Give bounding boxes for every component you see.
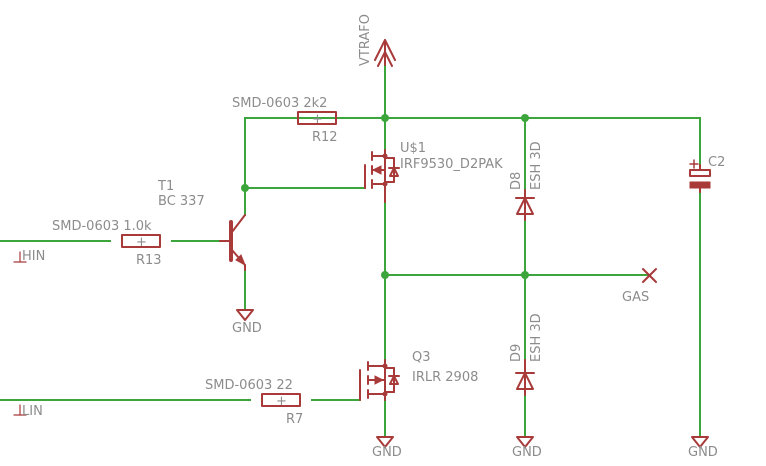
q3-value-label: IRLR 2908 bbox=[412, 370, 478, 385]
u1-name-label: U$1 bbox=[400, 141, 426, 156]
gnd-label-t1: GND bbox=[232, 321, 262, 336]
r7-plus-mark: + bbox=[276, 394, 287, 409]
gnd-symbol-q3 bbox=[376, 436, 394, 448]
junction bbox=[521, 114, 529, 122]
net-wires bbox=[0, 64, 701, 438]
d9-name-label: D9 bbox=[509, 344, 524, 362]
c2-name-label: C2 bbox=[708, 155, 725, 170]
c2-capacitor bbox=[689, 159, 711, 193]
vtrafo-label: VTRAFO bbox=[358, 14, 373, 66]
hin-label: HIN bbox=[22, 249, 45, 264]
vtrafo-supply-symbol bbox=[374, 39, 396, 67]
gnd-label-d9: GND bbox=[512, 445, 542, 460]
d9-diode bbox=[515, 359, 535, 396]
d8-name-label: D8 bbox=[509, 172, 524, 190]
gas-label: GAS bbox=[622, 290, 649, 305]
gnd-label-q3: GND bbox=[372, 445, 402, 460]
r12-name-label: R12 bbox=[312, 130, 338, 145]
d8-value-label: ESH 3D bbox=[529, 141, 544, 190]
gas-net-end-marker bbox=[642, 268, 657, 283]
junction bbox=[381, 271, 389, 279]
r12-package-label: SMD-0603 2k2 bbox=[232, 96, 327, 111]
r7-resistor bbox=[261, 393, 301, 407]
q3-nmosfet bbox=[359, 359, 400, 401]
d9-value-label: ESH 3D bbox=[529, 313, 544, 362]
u1-pmosfet bbox=[364, 149, 400, 203]
r13-resistor bbox=[121, 234, 161, 248]
t1-npn-transistor bbox=[219, 214, 246, 271]
junction bbox=[521, 271, 529, 279]
gnd-symbol-t1 bbox=[236, 309, 254, 321]
lin-label: LIN bbox=[22, 404, 43, 419]
lin-label-marker bbox=[13, 404, 27, 416]
r13-name-label: R13 bbox=[136, 253, 162, 268]
r13-plus-mark: + bbox=[136, 235, 147, 250]
junction bbox=[381, 114, 389, 122]
gnd-symbol-d9 bbox=[516, 436, 534, 448]
r7-package-label: SMD-0603 22 bbox=[205, 378, 293, 393]
d8-diode bbox=[515, 189, 535, 221]
t1-name-label: T1 bbox=[157, 179, 174, 194]
junctions bbox=[241, 114, 529, 279]
gnd-label-c2: GND bbox=[688, 445, 718, 460]
gnd-symbol-c2 bbox=[691, 436, 709, 448]
r7-name-label: R7 bbox=[286, 412, 303, 427]
r12-resistor bbox=[297, 111, 337, 125]
q3-name-label: Q3 bbox=[412, 350, 431, 365]
r13-package-label: SMD-0603 1.0k bbox=[52, 219, 152, 234]
t1-value-label: BC 337 bbox=[158, 194, 205, 209]
u1-value-label: IRF9530_D2PAK bbox=[400, 157, 503, 172]
hin-label-marker bbox=[13, 251, 27, 263]
junction bbox=[241, 184, 249, 192]
r12-plus-mark: + bbox=[312, 112, 323, 127]
